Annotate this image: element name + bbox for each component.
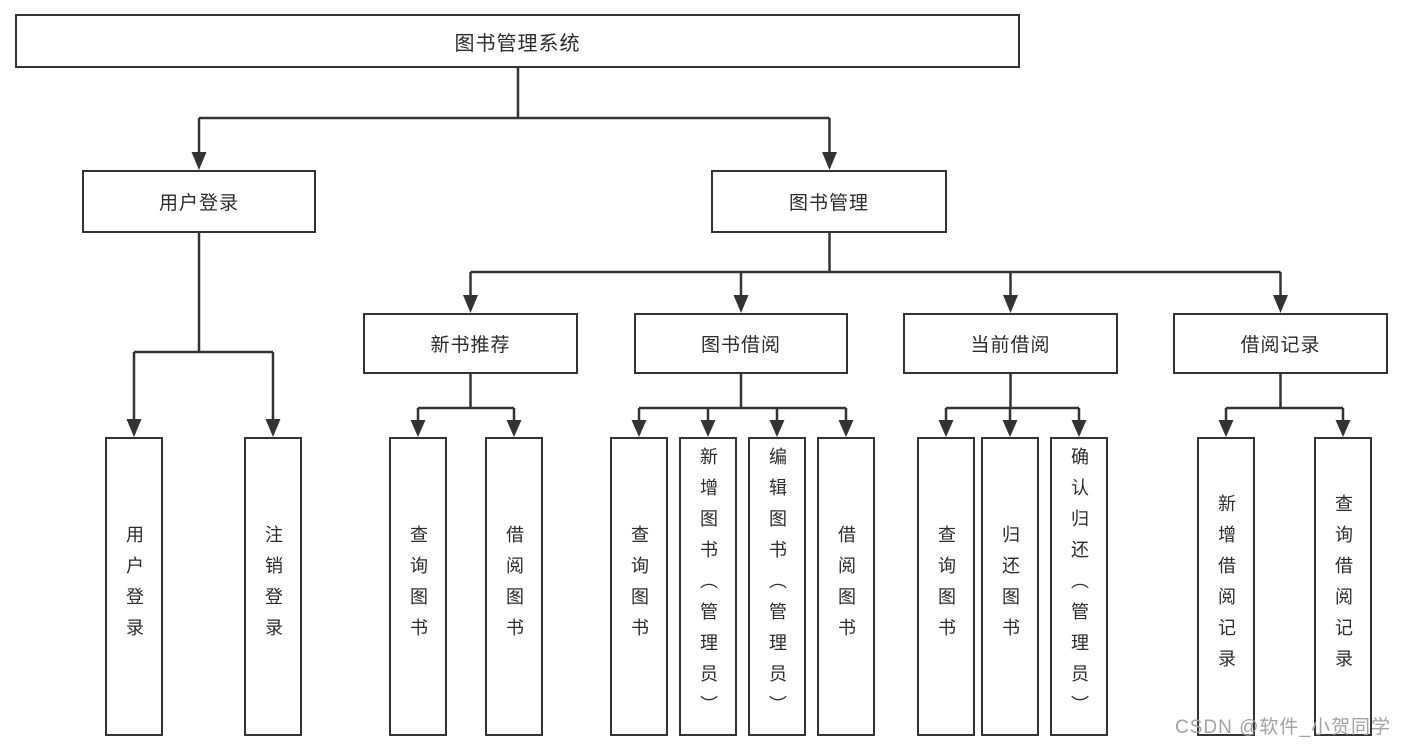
node-label: 新增借阅记录 <box>1216 493 1236 680</box>
watermark: CSDN @软件_小贺同学 <box>1175 717 1391 738</box>
node-borrowing-records: 借阅记录 <box>1173 313 1388 374</box>
node-label: 借阅图书 <box>836 524 856 649</box>
node-label: 编辑图书（管理员） <box>767 447 787 726</box>
node-label: 用户登录 <box>158 193 239 214</box>
node-label: 图书管理 <box>788 193 869 214</box>
node-label: 图书借阅 <box>700 335 781 356</box>
node-label: 查询图书 <box>408 524 428 649</box>
node-label: 确认归还（管理员） <box>1069 447 1089 726</box>
node-current-borrowing: 当前借阅 <box>903 313 1118 374</box>
leaf-query-books-newbook: 查询图书 <box>389 437 447 736</box>
leaf-confirm-return-admin: 确认归还（管理员） <box>1050 437 1108 736</box>
node-label: 图书管理系统 <box>454 32 581 55</box>
node-book-management: 图书管理 <box>711 170 947 233</box>
leaf-query-borrow-record: 查询借阅记录 <box>1314 437 1372 736</box>
leaf-add-borrow-record: 新增借阅记录 <box>1197 437 1255 736</box>
node-new-book-recommendation: 新书推荐 <box>363 313 578 374</box>
node-label: 用户登录 <box>124 524 144 649</box>
node-label: 借阅记录 <box>1240 335 1321 356</box>
leaf-query-books-borrowing: 查询图书 <box>610 437 668 736</box>
node-label: 查询图书 <box>936 524 956 649</box>
node-label: 查询借阅记录 <box>1333 493 1353 680</box>
node-book-borrowing: 图书借阅 <box>634 313 848 374</box>
leaf-add-books-admin: 新增图书（管理员） <box>679 437 737 736</box>
leaf-query-books-current: 查询图书 <box>917 437 975 736</box>
node-label: 当前借阅 <box>970 335 1051 356</box>
node-label: 新增图书（管理员） <box>698 447 718 726</box>
arrowheads <box>126 152 1351 437</box>
leaf-borrow-books-newbook: 借阅图书 <box>485 437 543 736</box>
leaf-borrow-books-borrowing: 借阅图书 <box>817 437 875 736</box>
leaf-logout: 注销登录 <box>244 437 302 736</box>
node-label: 归还图书 <box>1000 524 1020 649</box>
node-user-login: 用户登录 <box>82 170 316 233</box>
node-label: 注销登录 <box>263 524 283 649</box>
leaf-return-books: 归还图书 <box>981 437 1039 736</box>
node-label: 新书推荐 <box>430 335 511 356</box>
node-label: 查询图书 <box>629 524 649 649</box>
node-label: 借阅图书 <box>504 524 524 649</box>
leaf-edit-books-admin: 编辑图书（管理员） <box>748 437 806 736</box>
node-library-management-system: 图书管理系统 <box>15 14 1020 68</box>
leaf-user-login: 用户登录 <box>105 437 163 736</box>
